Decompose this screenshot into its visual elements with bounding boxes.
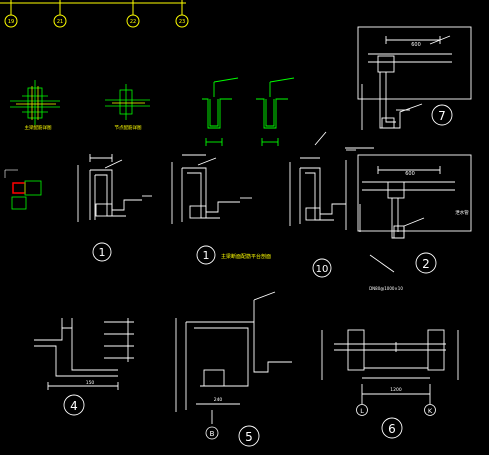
detail-7-top-dimension: 600 xyxy=(411,42,421,48)
detail-2-bottom-caption: DN80@1000×10 xyxy=(369,286,403,291)
green-detail-caption-2: 节点配筋详图 xyxy=(115,124,142,131)
detail-7-lower xyxy=(361,84,423,130)
detail-1a-number: 1 xyxy=(99,246,106,259)
detail-5-drawing xyxy=(175,291,292,424)
detail-2-number: 2 xyxy=(422,257,430,271)
detail-1b-marker xyxy=(196,245,216,265)
detail-2-top-dimension: 600 xyxy=(405,171,415,177)
detail-6-axis-bubble-right xyxy=(424,404,436,416)
detail-2-frame xyxy=(345,147,472,273)
grid-axis-label-2: 21 xyxy=(57,19,63,25)
detail-6-axis-label-right: K xyxy=(428,407,433,415)
detail-1b-number: 1 xyxy=(203,249,210,262)
detail-7-frame xyxy=(357,26,472,100)
detail-1b-drawing xyxy=(171,154,252,224)
detail-6-drawing xyxy=(321,329,459,404)
detail-4-number: 4 xyxy=(70,399,78,413)
detail-6-number: 6 xyxy=(388,422,396,436)
green-channel-section-2 xyxy=(256,77,295,146)
detail-5-axis-bubble xyxy=(205,426,219,440)
detail-6-bottom-dimension: 1200 xyxy=(390,387,402,393)
detail-6-axis-label-left: L xyxy=(360,407,364,415)
detail-5-number: 5 xyxy=(245,430,253,444)
grid-axis-label-1: 19 xyxy=(8,19,14,25)
detail-5-bottom-dimension: 240 xyxy=(214,397,223,403)
detail-7-marker xyxy=(431,104,453,126)
green-beam-detail-1-yellow xyxy=(16,86,56,120)
detail-6-axis-bubble-left xyxy=(356,404,368,416)
detail-4-drawing xyxy=(34,318,134,390)
detail-2-caption: 泄水管 xyxy=(455,209,469,216)
detail-5-marker xyxy=(238,425,260,447)
detail-4-marker xyxy=(63,394,85,416)
detail-1a-marker xyxy=(92,242,112,262)
green-detail-caption-1: 主梁配筋详图 xyxy=(25,124,52,131)
detail-6-marker xyxy=(381,417,403,439)
detail-10-drawing xyxy=(289,131,356,230)
detail-1b-caption: 主梁断面配筋平台剖面 xyxy=(221,253,271,260)
grid-axis-row xyxy=(0,0,189,28)
detail-1a-drawing xyxy=(77,154,152,222)
legend-symbol xyxy=(4,169,42,210)
grid-axis-label-3: 22 xyxy=(130,19,136,25)
green-channel-section-1 xyxy=(202,77,239,146)
detail-2-marker xyxy=(415,252,437,274)
detail-7-number: 7 xyxy=(438,109,446,123)
green-beam-detail-1 xyxy=(10,80,60,125)
green-beam-detail-2 xyxy=(105,84,150,120)
detail-5-axis-label: B xyxy=(210,430,215,438)
detail-10-marker xyxy=(312,258,332,278)
grid-axis-label-4: 23 xyxy=(179,19,185,25)
detail-10-number: 10 xyxy=(316,264,329,275)
detail-4-bottom-dimension: 150 xyxy=(86,380,95,386)
